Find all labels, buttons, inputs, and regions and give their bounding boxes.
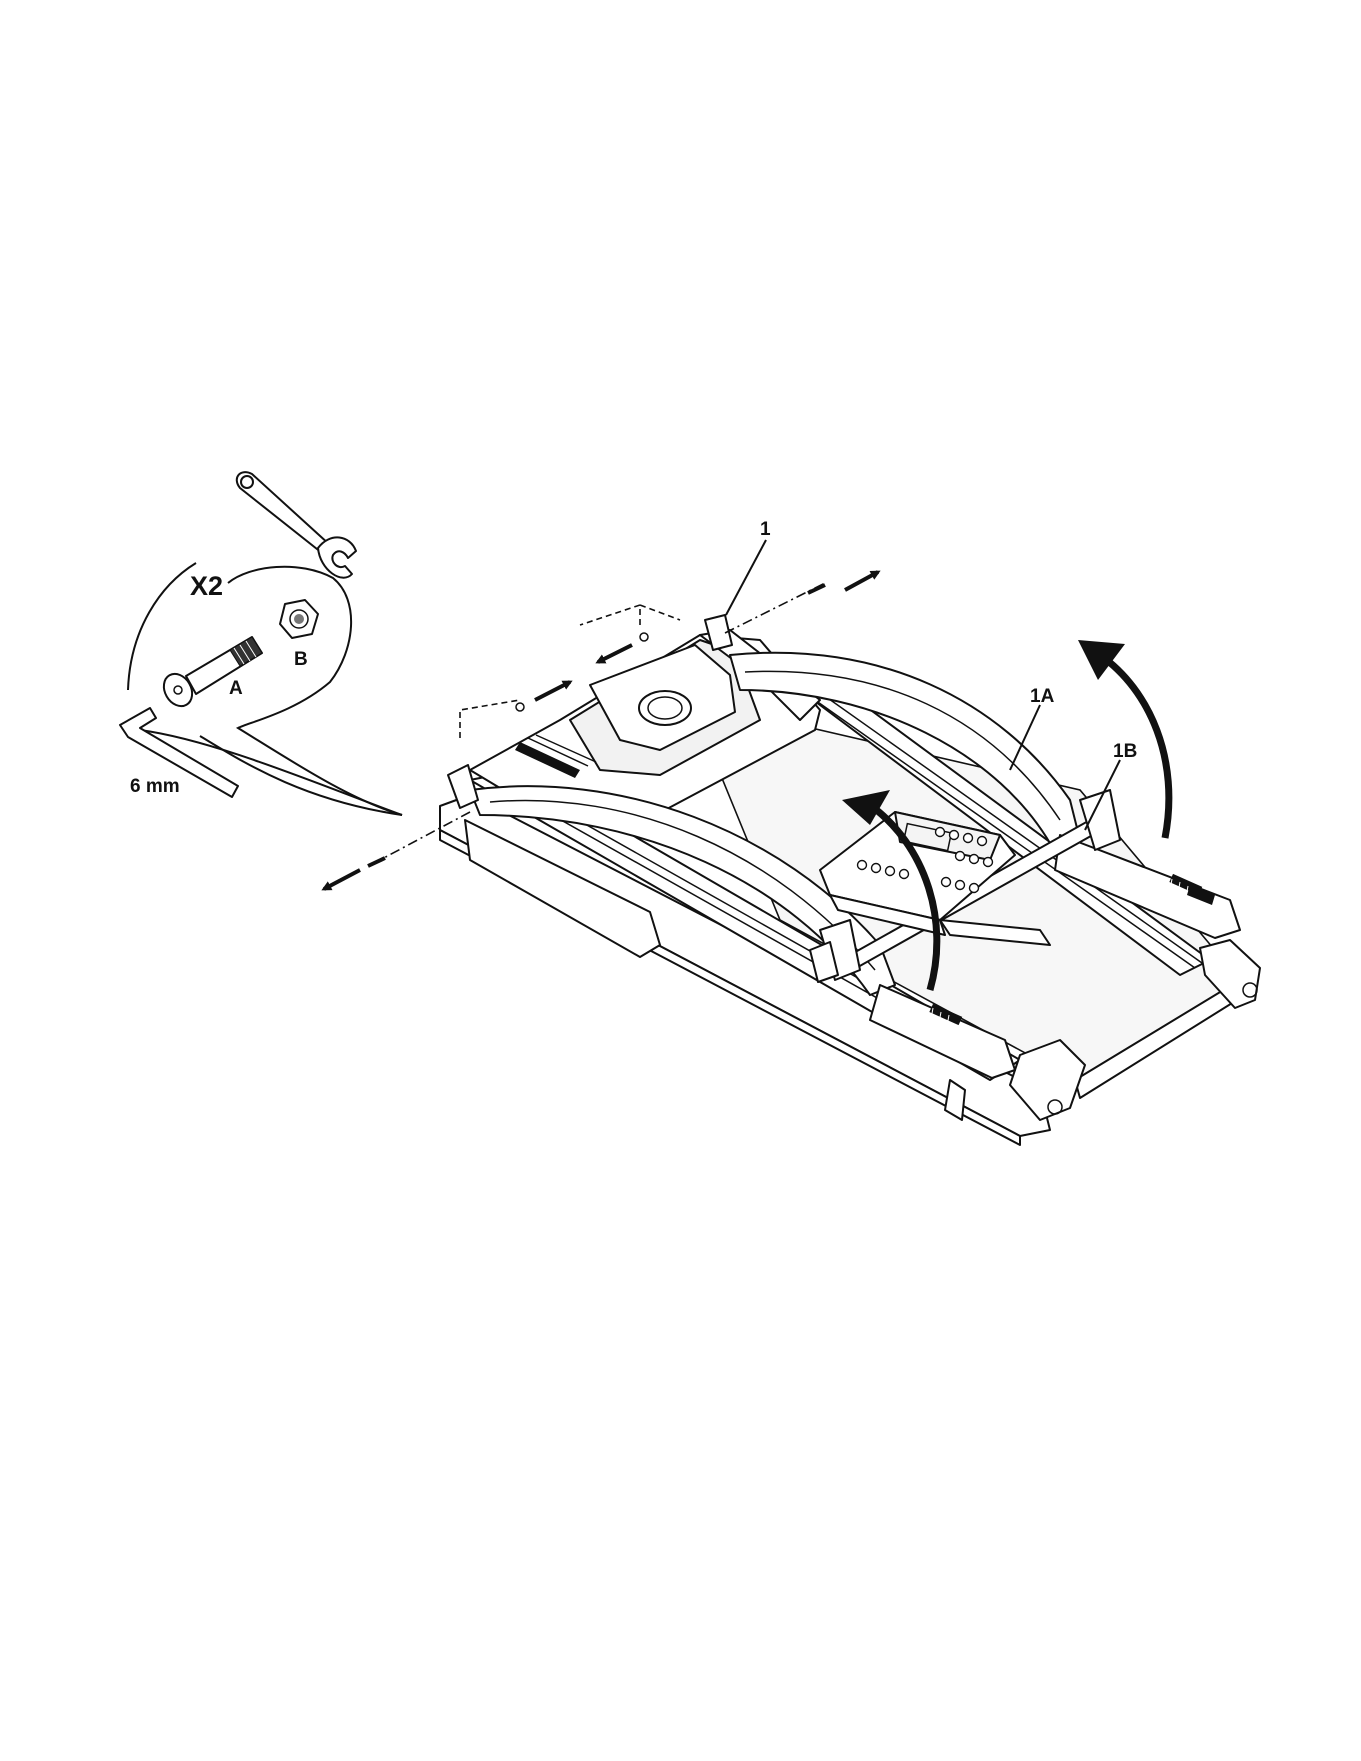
bolt-right-icon (808, 585, 825, 593)
callout-bubble (228, 567, 402, 815)
part-1b-label: 1B (1113, 741, 1137, 762)
wrench-icon (237, 472, 356, 578)
arrow-left-out (324, 870, 360, 889)
quantity-label: X2 (190, 571, 223, 601)
arrow-nut-right-in (598, 645, 632, 662)
nut-icon (280, 600, 318, 638)
part-1-label: 1 (760, 519, 771, 540)
hex-key-size-label: 6 mm (130, 776, 180, 797)
hardware-callout: X2 A B 6 mm (120, 472, 402, 815)
arrow-right-out (845, 572, 878, 590)
part-1a-label: 1A (1030, 686, 1055, 707)
bolt-label: A (229, 678, 243, 699)
nut-right-icon (640, 633, 648, 641)
bolt-icon (158, 637, 262, 711)
nut-label: B (294, 649, 308, 670)
bolt-left-icon (368, 858, 385, 866)
nut-left-icon (516, 703, 524, 711)
arrow-nut-left-in (535, 682, 570, 700)
